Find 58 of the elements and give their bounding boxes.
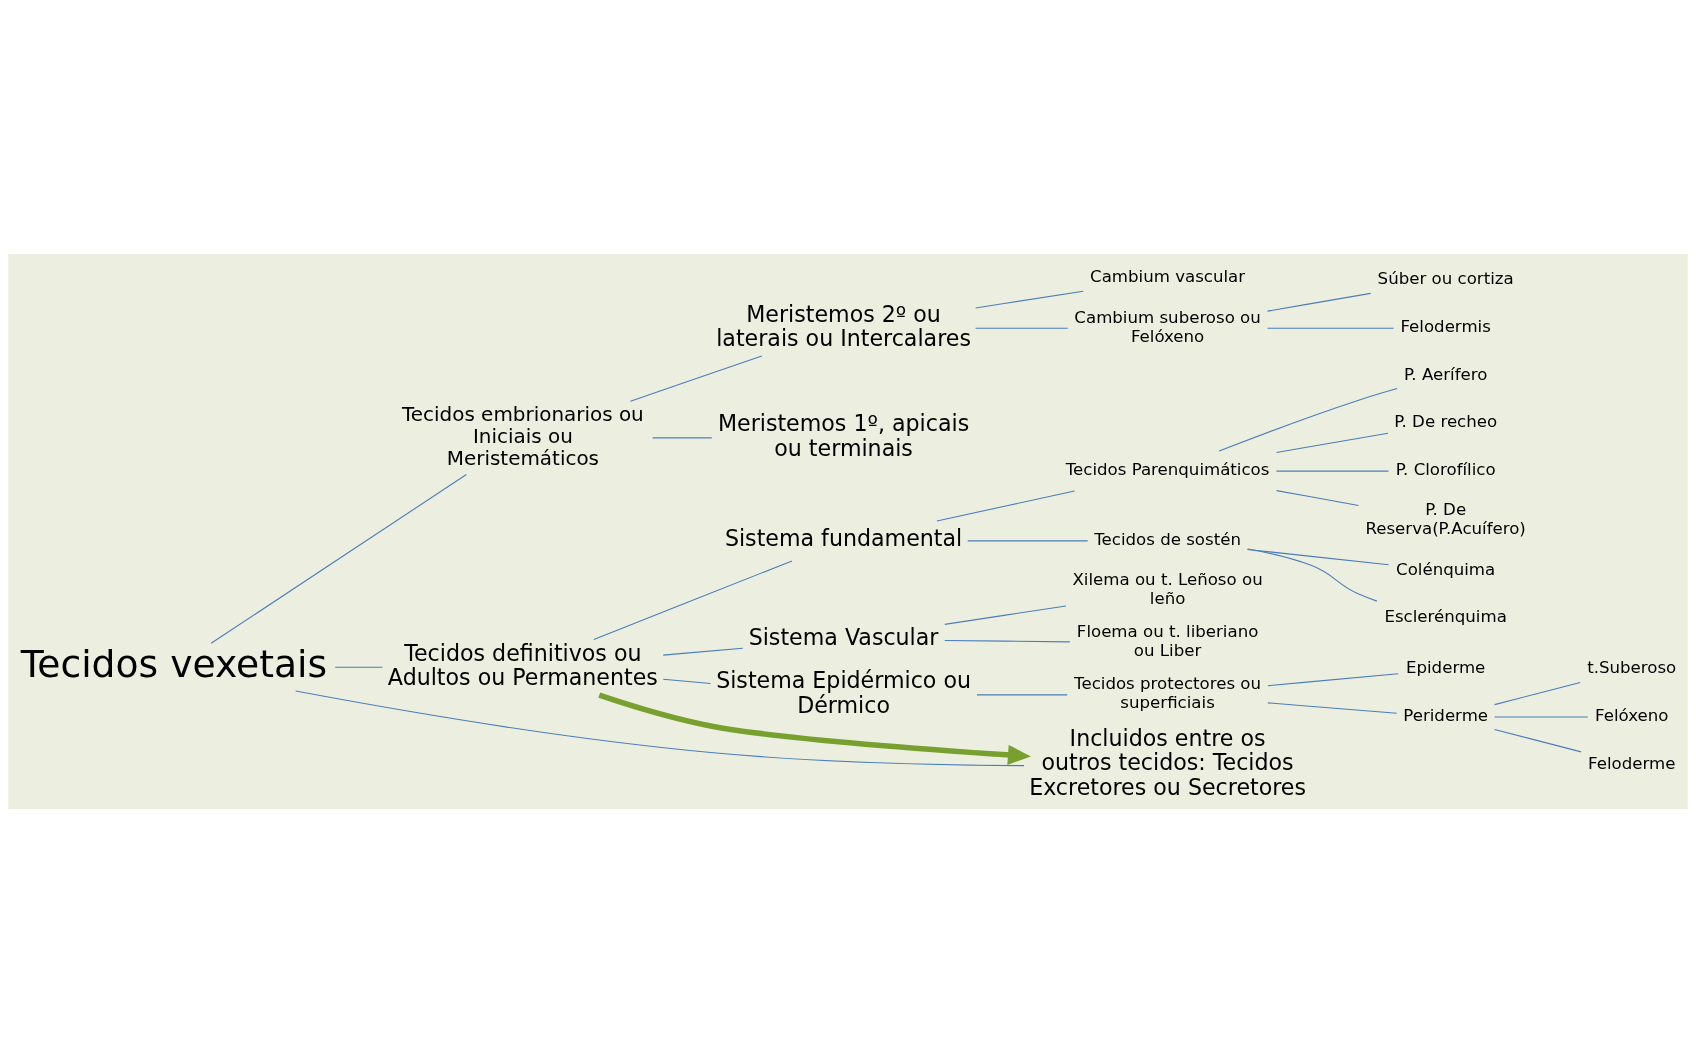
node-text: Tecidos vexetais — [20, 641, 328, 686]
connector — [1276, 470, 1389, 472]
node-text: Felóxeno — [1595, 705, 1669, 725]
node-text: P. Aerífero — [1403, 364, 1488, 384]
connector — [1266, 327, 1395, 329]
node-text: Tecidos protectores ou superficiais — [1074, 674, 1262, 713]
connector — [967, 540, 1089, 542]
node-text: Tecidos definitivos ou Adultos ou Permanentes — [387, 639, 658, 690]
node-text: Periderme — [1403, 705, 1489, 725]
node-text: t.Suberoso — [1587, 658, 1677, 678]
connector — [210, 473, 467, 644]
node-text: Tecidos embrionarios ou Iniciais ou Meristemáticos — [401, 401, 644, 470]
connector — [1267, 673, 1399, 687]
connector — [944, 605, 1067, 625]
connector — [662, 647, 744, 656]
connector — [334, 666, 384, 668]
node-text: P. De Reserva(P.Acuífero) — [1365, 500, 1526, 539]
connector — [936, 490, 1076, 522]
connector — [944, 640, 1071, 643]
connector — [1266, 292, 1372, 312]
node-text: Floema ou t. liberiano ou Liber — [1076, 622, 1259, 661]
connector — [1247, 548, 1378, 602]
node-text: Meristemos 1º, apicais ou terminais — [717, 410, 970, 461]
node-text: Cambium suberoso ou Felóxeno — [1074, 307, 1261, 346]
connector — [976, 694, 1068, 696]
node-text: Cambium vascular — [1090, 267, 1246, 287]
node-text: Sistema Vascular — [748, 624, 939, 651]
node-text: Tecidos de sostén — [1094, 529, 1241, 549]
node-text: Sistema fundamental — [724, 525, 963, 552]
connector — [1494, 716, 1589, 718]
node-text: Meristemos 2º ou laterais ou Intercalares — [716, 300, 971, 351]
node-text: Feloderme — [1588, 753, 1676, 773]
connector — [652, 437, 713, 439]
connector — [1494, 728, 1582, 753]
node-text: Incluidos entre os outros tecidos: Tecidos Excretores ou Secretores — [1029, 724, 1307, 800]
node-text: Súber ou cortiza — [1377, 269, 1514, 289]
connector — [1246, 548, 1390, 566]
node-text: Esclerénquima — [1384, 607, 1507, 627]
connector — [593, 560, 793, 641]
connector — [1218, 388, 1398, 452]
connector — [1276, 432, 1389, 454]
node-text: Colénquima — [1396, 559, 1496, 579]
connector — [1494, 681, 1581, 706]
connector — [662, 678, 712, 684]
node-text: Tecidos Parenquimáticos — [1065, 460, 1270, 479]
connector — [295, 690, 1025, 767]
node-text: Sistema Epidérmico ou Dérmico — [716, 667, 971, 718]
arrow — [598, 692, 1031, 765]
connector — [975, 290, 1084, 309]
connector — [629, 355, 763, 402]
node-text: Epiderme — [1405, 658, 1486, 678]
connector — [1267, 702, 1398, 714]
connector — [1276, 490, 1360, 506]
node-text: P. De recheo — [1394, 412, 1498, 432]
node-text: Xilema ou t. Leñoso ou leño — [1072, 570, 1263, 609]
node-text: Felodermis — [1400, 317, 1491, 337]
connector — [975, 327, 1069, 329]
node-text: P. Clorofílico — [1395, 460, 1496, 479]
